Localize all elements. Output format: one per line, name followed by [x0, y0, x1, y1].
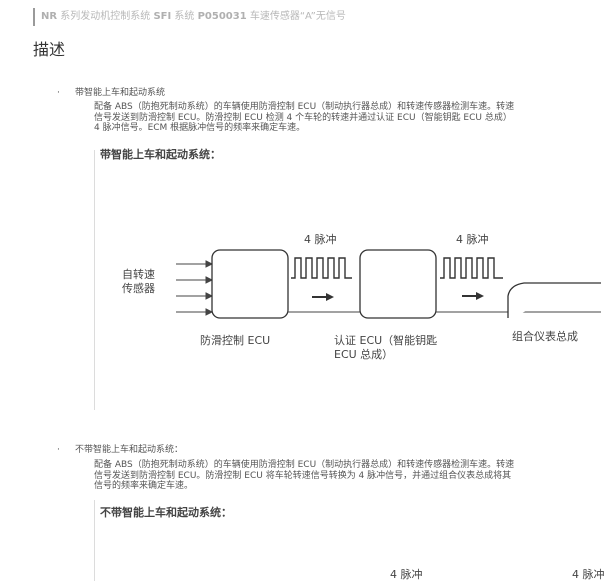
dtc-code: P050031: [197, 11, 247, 22]
breadcrumb-header: NR 系列发动机控制系统 SFI 系统 P050031 车速传感器“A”无信号: [33, 8, 346, 26]
pulse-waveform-2: [440, 257, 503, 279]
figure2-frame: [94, 500, 95, 581]
paragraph-line: 配备 ABS（防抱死制动系统）的车辆使用防滑控制 ECU（制动执行器总成）和转速…: [94, 460, 515, 470]
pulse-label-1: 4 脉冲: [390, 567, 423, 581]
skid-control-ecu-box: [211, 249, 289, 319]
section1-paragraph: 配备 ABS（防抱死制动系统）的车辆使用防滑控制 ECU（制动执行器总成）和转速…: [94, 102, 614, 134]
section2-paragraph: 配备 ABS（防抱死制动系统）的车辆使用防滑控制 ECU（制动执行器总成）和转速…: [94, 460, 614, 492]
figure2-diagram: 4 脉冲 4 脉冲: [390, 567, 605, 581]
series-label: 系列发动机控制系统: [60, 11, 151, 22]
sensor-input-arrows: [176, 260, 214, 316]
bullet-dot: ·: [57, 445, 60, 455]
section-heading: 描述: [33, 40, 66, 59]
figure1-frame: [94, 150, 95, 410]
bullet-dot: ·: [57, 88, 60, 98]
section1-bullet-item: · 带智能上车和起动系统: [57, 85, 165, 98]
paragraph-line: 信号发送到防滑控制 ECU。防滑控制 ECU 将车轮转速信号转换为 4 脉冲信号…: [94, 470, 512, 481]
certification-ecu-box: [359, 249, 437, 319]
brand-label: NR: [41, 11, 58, 22]
sensor-label-line2: 传感器: [122, 282, 155, 295]
section1-label: 带智能上车和起动系统: [75, 88, 166, 98]
section2-label: 不带智能上车和起动系统：: [75, 445, 184, 455]
pulse-waveform-1: [291, 257, 352, 279]
combination-meter-box: [507, 282, 601, 318]
skid-control-ecu-label: 防滑控制 ECU: [200, 333, 270, 347]
paragraph-line: 信号发送到防滑控制 ECU。防滑控制 ECU 检测 4 个车轮的转速并通过认证 …: [94, 112, 512, 123]
certification-ecu-label-line1: 认证 ECU（智能钥匙: [334, 333, 437, 347]
flow-arrow-1: [312, 293, 334, 301]
pulse-label-2: 4 脉冲: [456, 232, 489, 246]
figure1-diagram: 自转速 传感器 防滑控制 ECU 4 脉冲 认证 ECU（智能钥匙 ECU 总成…: [122, 232, 601, 361]
pulse-label-2: 4 脉冲: [572, 567, 605, 581]
dtc-title: 车速传感器“A”无信号: [249, 11, 346, 22]
paragraph-line: 配备 ABS（防抱死制动系统）的车辆使用防滑控制 ECU（制动执行器总成）和转速…: [94, 102, 515, 112]
combination-meter-label: 组合仪表总成: [512, 329, 578, 343]
pulse-label-1: 4 脉冲: [304, 232, 337, 246]
sensor-label-line1: 自转速: [122, 267, 155, 281]
system-suffix: 系统: [174, 11, 195, 22]
figure2-title: 不带智能上车和起动系统：: [100, 506, 232, 519]
certification-ecu-label-line2: ECU 总成）: [334, 347, 393, 361]
section2-bullet-item: · 不带智能上车和起动系统：: [57, 442, 183, 455]
paragraph-line: 4 脉冲信号。ECM 根据脉冲信号的频率来确定车速。: [94, 123, 306, 133]
paragraph-line: 信号的频率来确定车速。: [94, 481, 194, 491]
figure1-title: 带智能上车和起动系统：: [100, 148, 221, 161]
flow-arrow-2: [462, 292, 484, 300]
system-label: SFI: [153, 11, 172, 22]
